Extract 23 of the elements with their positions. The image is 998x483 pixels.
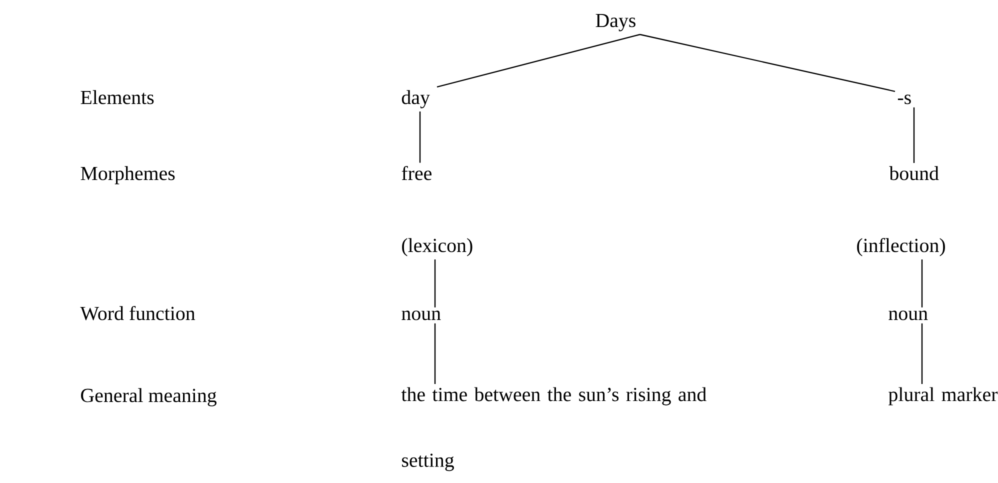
tree-node-text: (lexicon) <box>402 238 472 256</box>
level-label: General meaning <box>81 388 216 406</box>
tree-node-text: plural marker <box>888 387 998 406</box>
tree-node-text: day <box>402 90 430 108</box>
tree-line <box>436 34 640 88</box>
level-label: Word function <box>80 306 196 320</box>
level-label: Elements <box>80 90 154 104</box>
tree-node-text: bound <box>889 166 939 180</box>
tree-node-text: Days <box>596 14 636 32</box>
tree-node-text: noun <box>402 310 441 320</box>
tree-node-text: (inflection) <box>857 238 945 256</box>
tree-line <box>921 323 923 384</box>
tree-node-text: -s <box>898 94 911 104</box>
level-label: Morphemes <box>80 166 175 184</box>
tree-node-text: free <box>402 166 432 180</box>
tree-node-text: noun <box>888 310 928 320</box>
tree-line <box>434 259 436 308</box>
tree-line <box>913 107 915 163</box>
tree-line <box>419 112 421 163</box>
tree-line <box>640 34 896 92</box>
tree-line <box>434 323 436 384</box>
tree-node-text: the time between the sun’s rising and setting <box>401 387 706 472</box>
tree-line <box>921 259 923 308</box>
